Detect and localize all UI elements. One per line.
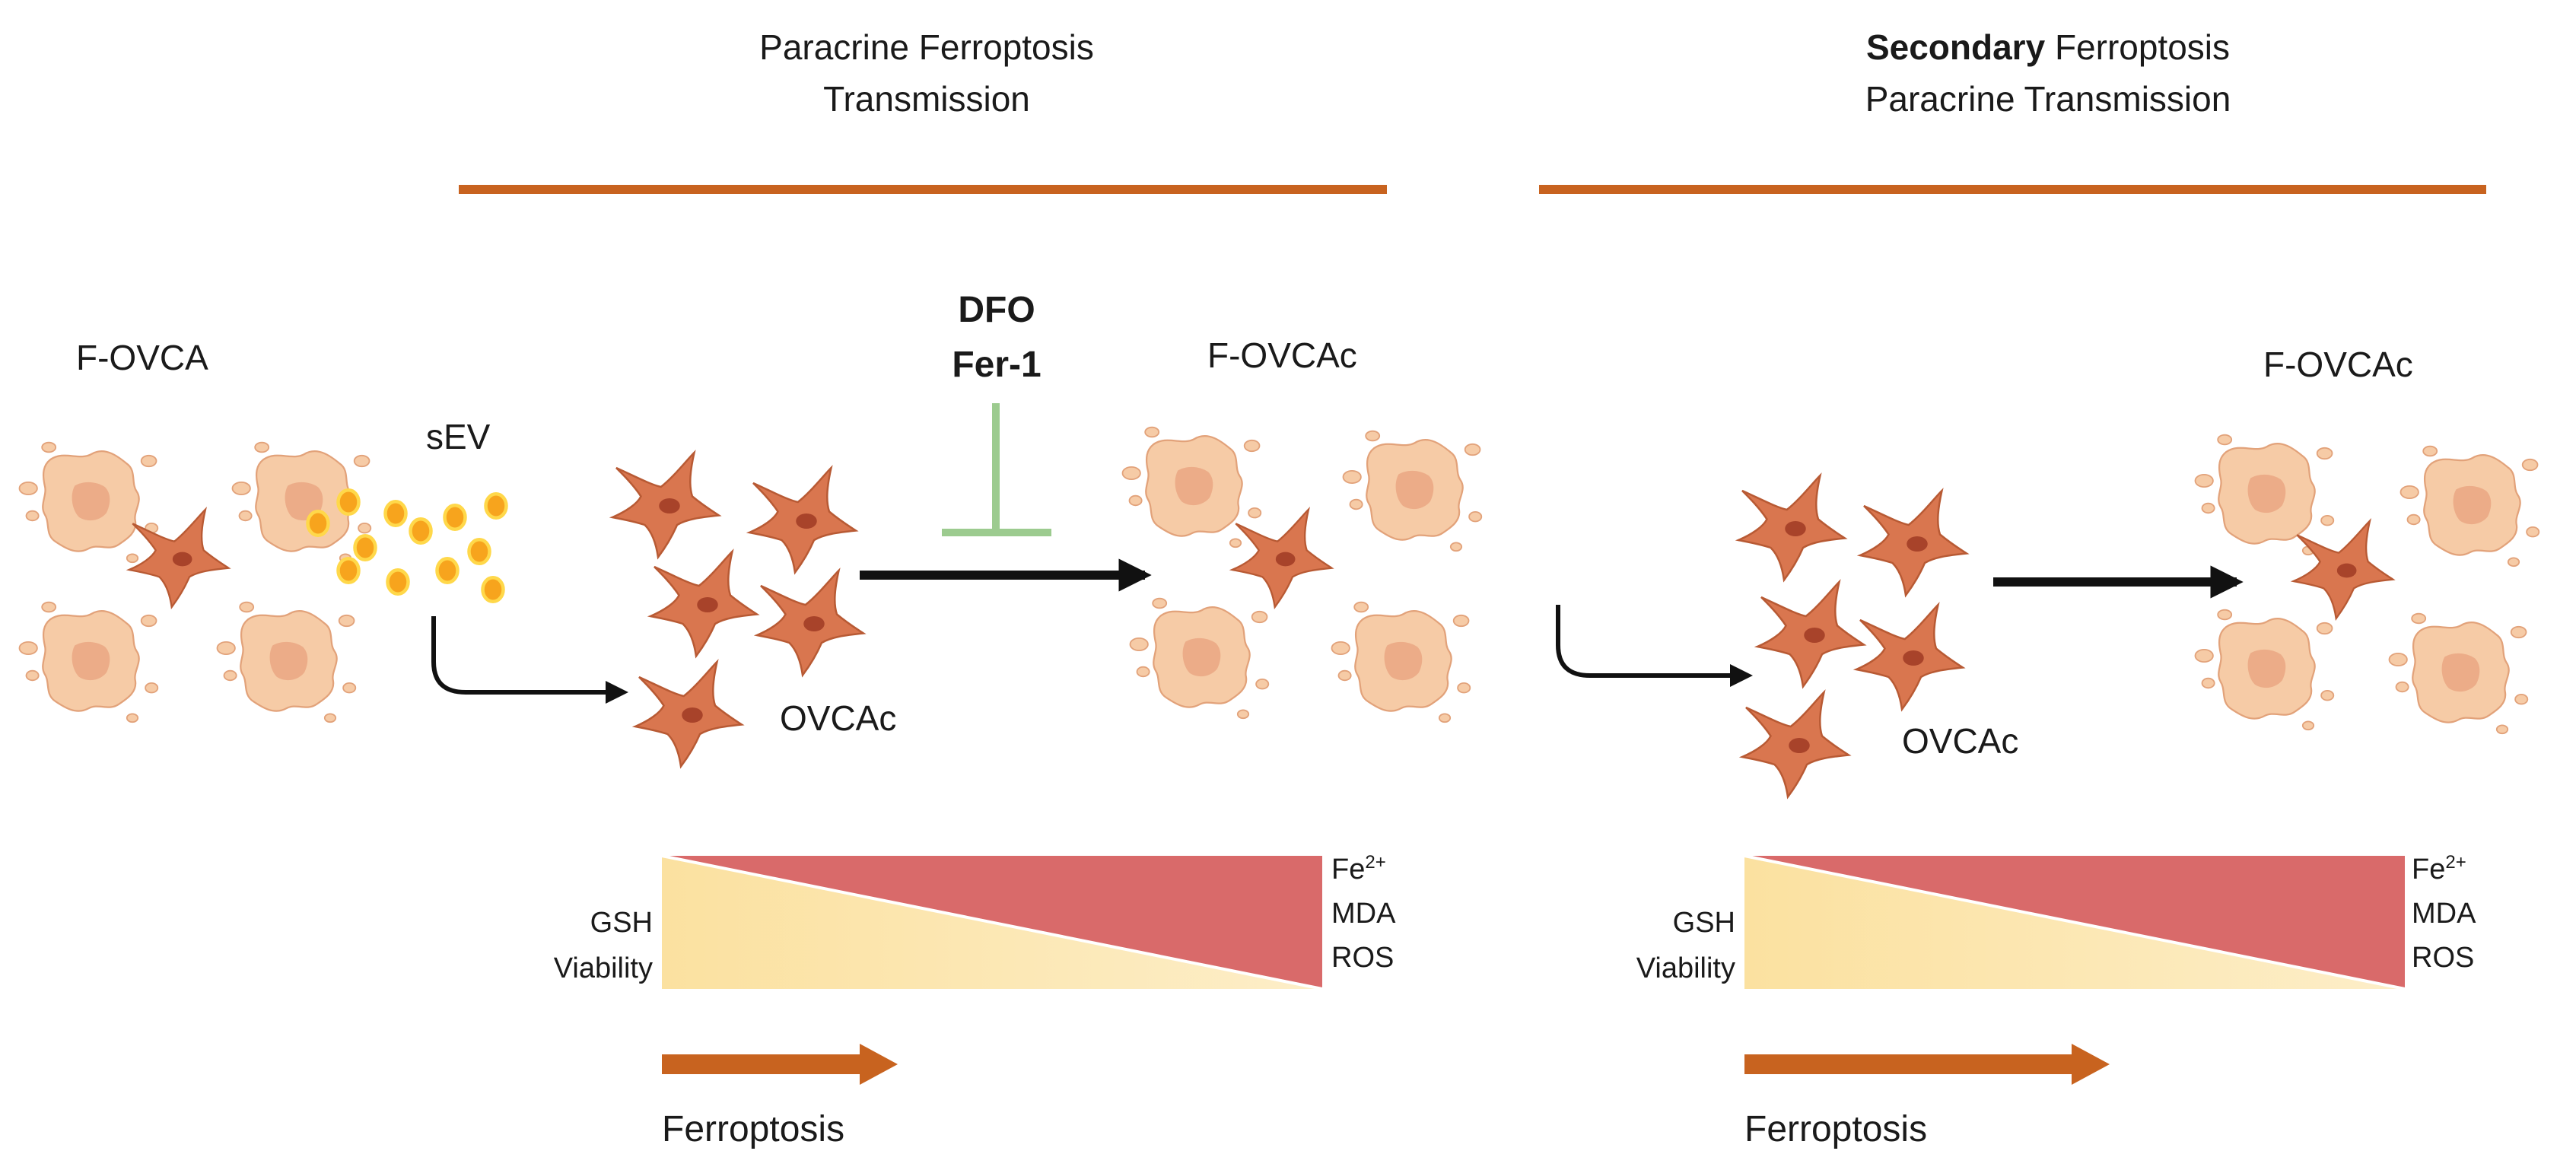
gradient-right-fe: Fe2+ (2412, 852, 2466, 885)
result-cell-cluster (1121, 426, 1483, 723)
marker-gradient (1744, 854, 2406, 990)
vesicle (339, 490, 359, 514)
gradient-right-fe: Fe2+ (1331, 852, 1386, 885)
source-label: F-OVCA (76, 338, 208, 377)
vesicle (386, 501, 406, 526)
gradient-right-ros: ROS (1331, 942, 1394, 974)
ferroptotic-cell (216, 601, 357, 723)
inhibitor-fer1-label: Fer-1 (952, 345, 1041, 385)
gradient-left-gsh: GSH (590, 907, 653, 939)
ferroptotic-cell (2194, 434, 2335, 556)
recipient-label: OVCAc (1902, 721, 2018, 761)
ferroptosis-label: Ferroptosis (1744, 1109, 1927, 1149)
result-label: F-OVCAc (2263, 345, 2413, 384)
vesicle (388, 570, 409, 594)
panel-right: Secondary Ferroptosis Paracrine Transmis… (1539, 27, 2540, 1149)
ferroptotic-cell (1129, 597, 1270, 720)
vesicle (437, 558, 458, 583)
uptake-arrow (431, 616, 628, 704)
panel-left-title-line2: Transmission (823, 79, 1030, 119)
panel-right-divider (1539, 185, 2486, 194)
uptake-arrow (1556, 605, 1753, 687)
vesicle (483, 577, 504, 602)
gradient-left-viability: Viability (554, 952, 653, 984)
ferroptotic-cell (2388, 612, 2529, 735)
vesicle-cluster (308, 490, 507, 602)
gradient-right-mda: MDA (2412, 898, 2476, 930)
result-label: F-OVCAc (1207, 335, 1357, 375)
live-cell (1756, 580, 1865, 688)
inhibition-symbol (942, 403, 1051, 536)
panel-right-title-line2: Paracrine Transmission (1865, 79, 2231, 119)
gradient-left-gsh: GSH (1673, 907, 1735, 939)
panel-left-title-line1: Paracrine Ferroptosis (759, 27, 1094, 67)
inhibitor-dfo-label: DFO (958, 290, 1035, 330)
vesicle (486, 494, 507, 518)
recipient-label: OVCAc (780, 698, 896, 738)
ferroptotic-cell (18, 601, 159, 723)
live-cell (649, 550, 758, 657)
ferroptotic-cell (2399, 445, 2540, 568)
vesicle (469, 539, 490, 564)
gradient-right-mda: MDA (1331, 898, 1396, 930)
result-cell-cluster (2194, 434, 2540, 735)
vesicle (411, 519, 431, 543)
live-cell (1741, 691, 1850, 798)
ferroptotic-cell (1342, 430, 1483, 552)
panel-left-divider (459, 185, 1387, 194)
live-cell (128, 508, 230, 609)
panel-right-title-line1: Secondary Ferroptosis (1866, 27, 2230, 67)
live-cell (748, 466, 857, 574)
marker-gradient (661, 854, 1323, 990)
vesicle (339, 558, 359, 583)
ferroptosis-arrow (662, 1044, 898, 1085)
ferroptotic-cell (2194, 609, 2335, 731)
ferroptosis-label: Ferroptosis (662, 1109, 844, 1149)
live-cell (1855, 603, 1964, 711)
vesicle-label: sEV (426, 417, 491, 456)
ferroptotic-cell (18, 441, 159, 564)
live-cell (634, 660, 743, 768)
ferroptosis-arrow (1744, 1044, 2110, 1085)
gradient-left-viability: Viability (1636, 952, 1735, 984)
source-cell-cluster (18, 441, 372, 723)
panel-left: Paracrine Ferroptosis Transmission F-OVC… (18, 27, 1483, 1149)
gradient-right-ros: ROS (2412, 942, 2474, 974)
vesicle (445, 505, 466, 529)
vesicle (355, 536, 376, 560)
live-cell (2292, 520, 2394, 620)
ferroptotic-cell (1331, 601, 1471, 723)
live-cell (611, 451, 720, 558)
live-cell (1737, 474, 1846, 581)
live-cell (1859, 489, 1968, 596)
live-cell (1231, 508, 1333, 609)
live-cell (755, 569, 865, 676)
vesicle (308, 511, 329, 536)
